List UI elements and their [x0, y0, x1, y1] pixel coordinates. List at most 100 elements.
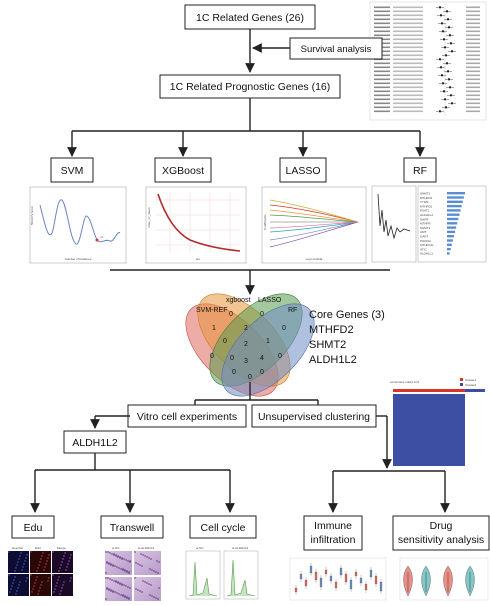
edu-label: Edu: [24, 522, 43, 534]
forest-row-label: [374, 30, 390, 33]
forest-pvalue: [466, 106, 480, 109]
forest-row-values: [393, 14, 423, 17]
cellcycle-box: Cell cycle: [189, 515, 257, 539]
venn-count-bottom-c: 0: [260, 369, 264, 376]
lasso-xlabel: Log Lambda: [306, 257, 323, 261]
forest-pvalue: [466, 14, 480, 17]
survival-box: Survival analysis: [289, 37, 383, 60]
forest-row-label: [374, 106, 390, 109]
prognostic-box: 1C Related Prognostic Genes (16): [159, 74, 341, 99]
forest-row-values: [393, 42, 423, 45]
drug-violins: [399, 557, 489, 601]
forest-pvalue: [466, 42, 480, 45]
venn-count-center: 3: [244, 358, 248, 365]
venn-label-lasso: LASSO: [258, 297, 282, 304]
rf-importance-bar: [447, 204, 462, 208]
forest-pvalue: [466, 90, 480, 93]
forest-row-label: [374, 78, 390, 81]
vitro-label: Vitro cell experiments: [137, 411, 237, 423]
rf-gene-label: GART: [420, 235, 428, 239]
forest-row-values: [393, 106, 423, 109]
top-genes-label: 1C Related Genes (26): [196, 12, 304, 24]
forest-pvalue: [466, 66, 480, 69]
rf-gene-label: DHFR: [420, 217, 429, 221]
rf-gene-label: MTHFD2: [420, 196, 432, 200]
forest-row-values: [393, 90, 423, 93]
forest-pvalue: [466, 26, 480, 29]
forest-row-values: [393, 18, 423, 21]
core-genes-title: Core Genes (3): [309, 309, 385, 321]
cycle-col-nc: si-NC: [196, 546, 204, 550]
rf-gene-label: AMT: [420, 230, 427, 234]
edu-col-merge: Merge: [57, 546, 66, 550]
transwell-col-nc: si-NC: [112, 546, 120, 550]
forest-point: [449, 34, 451, 37]
rf-importance-bar: [447, 247, 451, 251]
forest-row-values: [393, 62, 423, 65]
rf-importance-bar: [447, 239, 453, 242]
forest-point: [441, 22, 443, 25]
lasso-ylabel: Coefficients: [263, 214, 267, 230]
forest-pvalue: [466, 58, 480, 61]
forest-row-values: [393, 30, 423, 33]
forest-row-label: [374, 102, 390, 105]
forest-pvalue: [466, 46, 480, 49]
forest-row-values: [393, 102, 423, 105]
forest-row-label: [374, 82, 390, 85]
immune-boxplot: [289, 557, 387, 601]
rf-importance-bars: SHMT2MTHFD2TYMSMTHFD1PSAT1ALDH1L2DHFRMTH…: [420, 192, 465, 256]
rf-importance-bar: [447, 213, 460, 216]
venn-count-xg-only-b: 2: [244, 325, 248, 332]
unsup-label: Unsupervised clustering: [258, 411, 370, 423]
rf-gene-label: PSAT1: [420, 209, 430, 213]
forest-point: [450, 42, 452, 45]
core-genes: Core Genes (3) MTHFD2 SHMT2 ALDH1L2: [309, 309, 385, 366]
rf-plot: SHMT2MTHFD2TYMSMTHFD1PSAT1ALDH1L2DHFRMTH…: [371, 185, 487, 263]
forest-pvalue: [466, 70, 480, 73]
forest-row-values: [393, 86, 423, 89]
forest-row-values: [393, 58, 423, 61]
unsup-box: Unsupervised clustering: [251, 404, 377, 428]
forest-point: [442, 30, 444, 33]
forest-row-values: [393, 98, 423, 101]
consensus-legend-2: Cluster2: [465, 383, 477, 387]
rf-gene-label: TYMS: [420, 200, 428, 204]
rf-importance-bar: [447, 243, 452, 246]
forest-pvalue: [466, 62, 480, 65]
core-gene-highlight: ALDH1L2: [309, 354, 357, 366]
forest-pvalue: [466, 22, 480, 25]
venn-count-lasso-rf: 1: [266, 338, 270, 345]
forest-row-label: [374, 74, 390, 77]
forest-point: [447, 18, 449, 21]
venn-count-xg-rf: 0: [278, 353, 282, 360]
forest-row-values: [393, 82, 423, 85]
forest-row-label: [374, 66, 390, 69]
svg-text:n=: n=: [100, 235, 104, 239]
forest-pvalue: [466, 18, 480, 21]
rf-gene-label: MTHFD1: [420, 204, 432, 208]
rf-importance-bar: [447, 192, 465, 195]
cellcycle-label: Cell cycle: [201, 522, 246, 534]
forest-row-label: [374, 22, 390, 25]
venn-set-rf: [221, 303, 315, 397]
forest-point: [439, 110, 441, 113]
svm-xlabel: Number of Features: [65, 257, 92, 261]
forest-row-label: [374, 98, 390, 101]
forest-row-label: [374, 86, 390, 89]
consensus-legend-1: Cluster1: [465, 378, 477, 382]
core-gene-2: SHMT2: [309, 339, 346, 351]
consensus-heatmap: consensus matrix k=2 Cluster1 Cluster2: [390, 378, 485, 466]
forest-pvalue: [466, 82, 480, 85]
forest-point: [444, 98, 446, 101]
gene-label: ALDH1L2: [72, 437, 118, 449]
forest-row-values: [393, 46, 423, 49]
forest-point: [442, 82, 444, 85]
rf-gene-label: MTHFD1L: [420, 243, 434, 247]
forest-row-label: [374, 110, 390, 113]
forest-row-values: [393, 6, 423, 9]
survival-label: Survival analysis: [301, 44, 372, 55]
forest-pvalue: [466, 98, 480, 101]
forest-row-values: [393, 66, 423, 69]
